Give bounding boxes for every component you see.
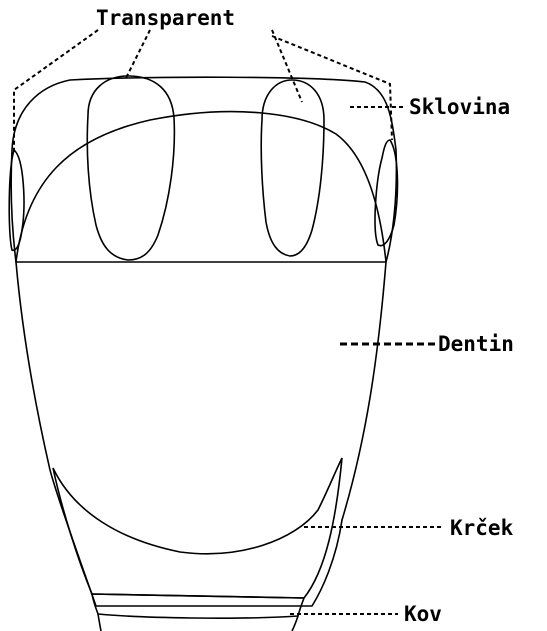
root-edge-right [292, 616, 298, 631]
infundibulum-inner-left [87, 76, 174, 260]
label-sklovina: Sklovina [409, 95, 510, 119]
cervix-region [53, 458, 342, 598]
label-kov: Kov [404, 602, 442, 626]
enamel-layer [11, 77, 396, 262]
root-edge-left [98, 614, 101, 631]
label-dentin: Dentin [438, 332, 514, 356]
label-krcek: Krček [450, 516, 514, 540]
transparent-leader-left [14, 30, 98, 152]
label-transparent: Transparent [96, 6, 235, 30]
infundibulum-outer-right [375, 140, 397, 246]
transparent-leader-right [272, 36, 392, 140]
transparent-leader-mid-left [126, 30, 150, 78]
transparent-leader-mid-right [272, 30, 302, 102]
infundibulum-inner-right [261, 80, 324, 256]
